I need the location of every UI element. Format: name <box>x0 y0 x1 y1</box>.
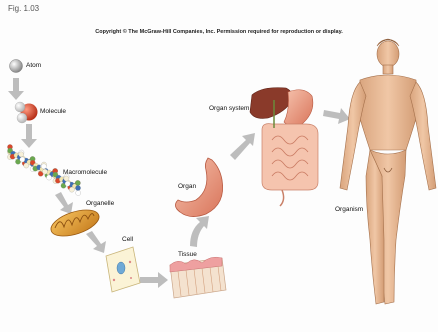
label-macromolecule: Macromolecule <box>63 169 107 176</box>
atom-sphere <box>10 60 23 73</box>
cell-illustration <box>106 247 140 292</box>
arrow-macro-organelle <box>55 192 73 214</box>
label-molecule: Molecule <box>40 108 66 115</box>
macromolecule-atom <box>64 176 69 181</box>
macromolecule-atom <box>75 185 80 190</box>
arrow-molecule-macro <box>21 124 37 148</box>
macromolecule-atom <box>69 187 74 192</box>
arrow-system-organism <box>323 108 350 124</box>
label-atom: Atom <box>26 62 41 69</box>
label-organ-system: Organ system <box>209 105 249 112</box>
macromolecule-atom <box>24 163 29 168</box>
macromolecule-atom <box>42 169 47 174</box>
arrow-atom-molecule <box>8 78 24 100</box>
label-organ: Organ <box>178 183 196 190</box>
macromolecule-atom <box>65 181 70 186</box>
label-cell: Cell <box>122 236 133 243</box>
tissue-block <box>170 257 226 298</box>
molecule-model <box>15 102 38 123</box>
label-tissue: Tissue <box>178 251 197 258</box>
organism-human-figure <box>340 39 436 304</box>
arrow-tissue-organ <box>190 216 209 247</box>
macromolecule-atom <box>76 190 81 195</box>
organ-system-digestive <box>250 88 318 206</box>
macromolecule-atom <box>41 164 46 169</box>
macromolecule-atom <box>19 152 24 157</box>
label-organism: Organism <box>335 206 363 213</box>
macromolecule-atom <box>20 157 25 162</box>
arrow-organelle-cell <box>86 231 106 253</box>
macromolecule-atom <box>46 175 51 180</box>
label-organelle: Organelle <box>86 200 114 207</box>
arrow-organ-system <box>230 133 255 160</box>
macromolecule-atom <box>75 180 80 185</box>
arrow-cell-tissue <box>140 272 168 288</box>
